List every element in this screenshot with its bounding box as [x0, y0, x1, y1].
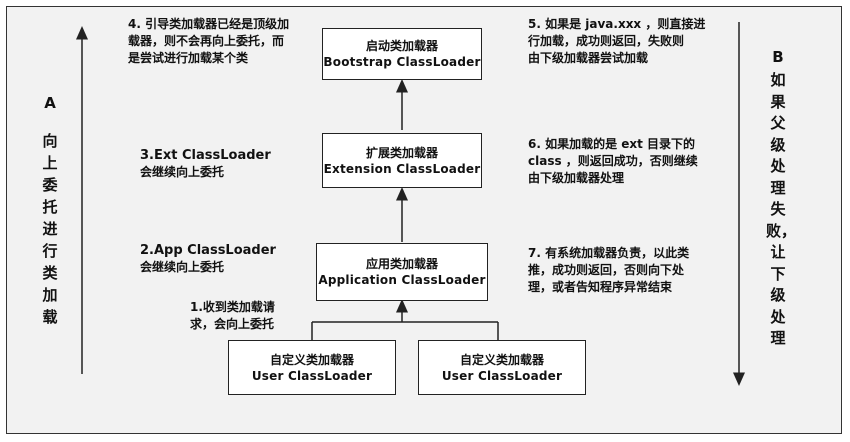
- note-step-3: 3.Ext ClassLoader 会继续向上委托: [140, 148, 271, 179]
- left-label-text: 向上委托进行类加载: [42, 132, 58, 326]
- user2-title: 自定义类加载器: [459, 352, 544, 367]
- extension-name: Extension ClassLoader: [323, 161, 481, 176]
- note-step-2: 2.App ClassLoader 会继续向上委托: [140, 243, 276, 274]
- extension-classloader-box: 扩展类加载器 Extension ClassLoader: [322, 133, 482, 188]
- left-label-letter: A: [44, 94, 56, 112]
- user1-title: 自定义类加载器: [269, 352, 354, 367]
- note-step-7: 7. 有系统加载器负责，以此类 推，成功则返回，否则向下处 理，或者告知程序异常…: [528, 246, 690, 294]
- note-step-1: 1.收到类加载请 求，会向上委托: [190, 300, 275, 331]
- application-name: Application ClassLoader: [318, 273, 486, 287]
- note-step-6: 6. 如果加载的是 ext 目录下的 class ，则返回成功，否则继续 由下级…: [528, 137, 698, 185]
- application-classloader-box: 应用类加载器 Application ClassLoader: [316, 243, 488, 301]
- right-label-text: 如果父级处理失败，让下级处理: [766, 71, 797, 347]
- right-label-letter: B: [772, 48, 784, 66]
- bootstrap-name: Bootstrap ClassLoader: [323, 55, 481, 69]
- right-label: B 如果父级处理失败，让下级处理: [766, 46, 797, 350]
- note-step-5: 5. 如果是 java.xxx ，则直接进 行加载，成功则返回，失败则 由下级加…: [528, 17, 706, 65]
- user1-name: User ClassLoader: [251, 368, 373, 383]
- user-classloader-box-2: 自定义类加载器 User ClassLoader: [418, 340, 586, 395]
- bootstrap-classloader-box: 启动类加载器 Bootstrap ClassLoader: [322, 28, 482, 80]
- application-title: 应用类加载器: [365, 257, 438, 271]
- user-classloader-box-1: 自定义类加载器 User ClassLoader: [228, 340, 396, 395]
- bootstrap-title: 启动类加载器: [365, 39, 438, 53]
- left-label: A 向上委托进行类加载: [38, 92, 62, 328]
- note-step-4: 4. 引导类加载器已经是顶级加 载器，则不会再向上委托，而 是尝试进行加载某个类: [128, 17, 290, 65]
- user2-name: User ClassLoader: [441, 368, 563, 383]
- extension-title: 扩展类加载器: [365, 145, 438, 160]
